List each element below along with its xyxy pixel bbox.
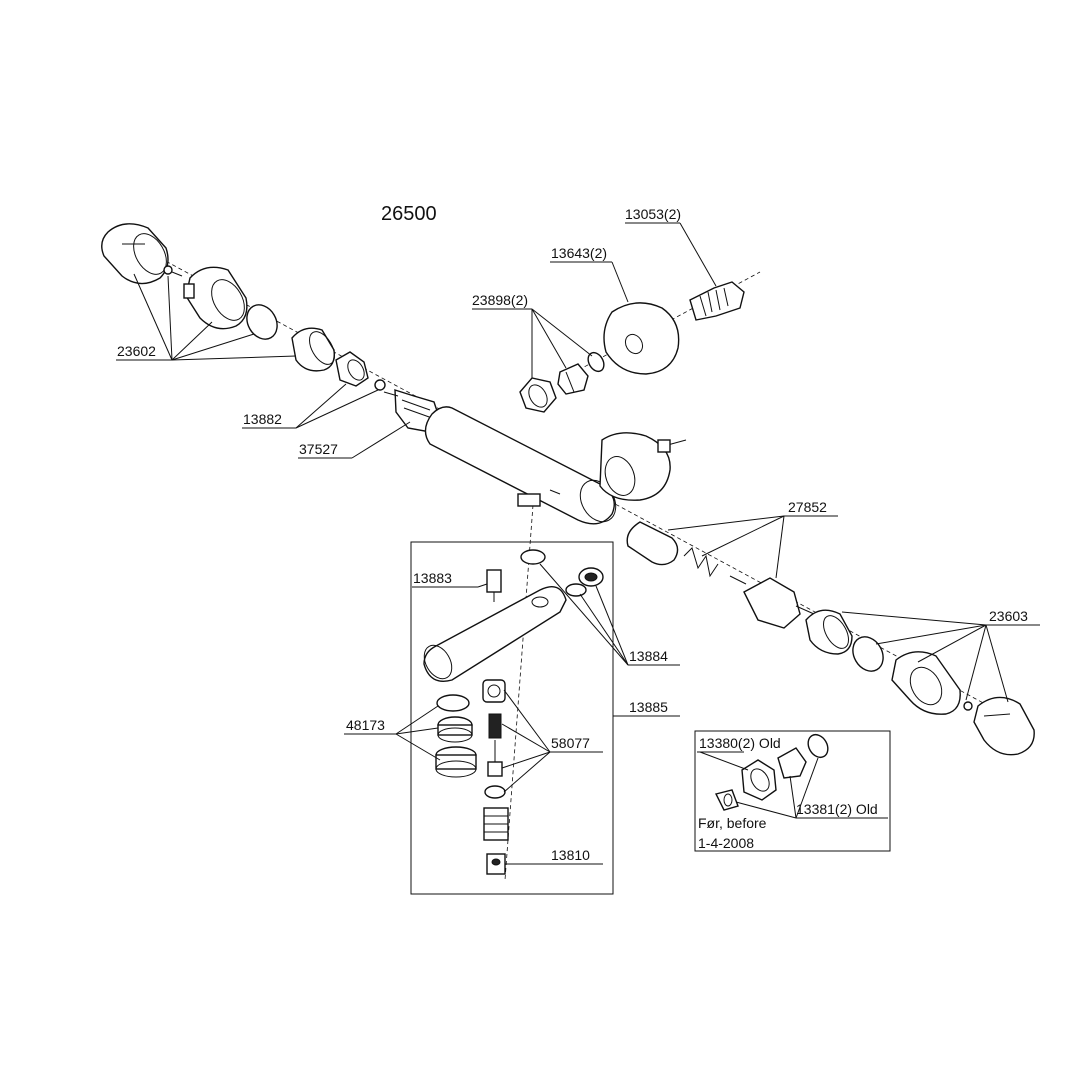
leader-48173-c bbox=[395, 733, 441, 761]
leader-27852-c bbox=[775, 515, 785, 579]
leader-13381-b bbox=[795, 757, 819, 819]
label-13883: 13883 bbox=[413, 570, 452, 586]
leader-13883 bbox=[477, 583, 488, 588]
right-knob-screw bbox=[963, 701, 973, 711]
label-23602: 23602 bbox=[117, 343, 156, 359]
left-knob-adapter bbox=[183, 266, 248, 330]
leader-13053 bbox=[679, 222, 717, 287]
diverter-spring-58077 bbox=[488, 713, 502, 739]
plunger-13883 bbox=[486, 569, 502, 602]
leader-13643 bbox=[611, 261, 629, 303]
filter-23898 bbox=[587, 351, 605, 373]
leader-13380 bbox=[699, 751, 749, 771]
right-temperature-knob bbox=[973, 696, 1035, 756]
leader-13884-a bbox=[539, 563, 629, 666]
label-13882: 13882 bbox=[243, 411, 282, 427]
label-13053: 13053(2) bbox=[625, 206, 681, 222]
label-23603: 23603 bbox=[989, 608, 1028, 624]
right-knob-adapter bbox=[891, 651, 961, 715]
diverter-housing-58077 bbox=[483, 807, 509, 841]
old-union-nut-13380 bbox=[741, 759, 777, 801]
leader-23603-b bbox=[875, 624, 987, 645]
right-o-ring bbox=[852, 636, 884, 672]
diverter-pin-58077 bbox=[487, 740, 503, 777]
label-37527: 37527 bbox=[299, 441, 338, 457]
label-48173: 48173 bbox=[346, 717, 385, 733]
spout-o-ring-side bbox=[565, 583, 587, 597]
spring-27852 bbox=[683, 547, 719, 578]
leader-23602-e bbox=[171, 355, 297, 361]
aerator-housing-48173 bbox=[435, 746, 477, 778]
label-13810: 13810 bbox=[551, 847, 590, 863]
aerator-washer-48173 bbox=[436, 694, 470, 712]
diverter-knob-58077 bbox=[482, 679, 506, 703]
leader-13882-a bbox=[295, 383, 347, 429]
leader-27852-b bbox=[701, 515, 785, 557]
eccentric-13053 bbox=[689, 281, 745, 321]
leader-13884-b bbox=[579, 593, 629, 666]
leader-13381-a bbox=[789, 775, 797, 819]
washer-13882 bbox=[374, 379, 386, 391]
mixer-main-body bbox=[424, 406, 617, 525]
label-23898: 23898(2) bbox=[472, 292, 528, 308]
label-13380: 13380(2) Old bbox=[699, 735, 781, 751]
nut-13882 bbox=[335, 351, 369, 387]
label-13884: 13884 bbox=[629, 648, 668, 664]
left-knob-sleeve bbox=[291, 327, 335, 372]
inlet-wall-rosette bbox=[599, 432, 687, 501]
spout-end-cap bbox=[578, 567, 604, 587]
leader-48173-a bbox=[395, 705, 439, 735]
leader-48173-b bbox=[395, 727, 439, 735]
leader-13381-c bbox=[735, 801, 797, 819]
right-knob-sleeve bbox=[805, 609, 853, 655]
cartridge-27852 bbox=[729, 575, 815, 629]
diverter-o-ring-58077 bbox=[484, 785, 506, 799]
check-valve-23898 bbox=[557, 363, 589, 395]
label-13885: 13885 bbox=[629, 699, 668, 715]
leader-58077-a bbox=[503, 689, 551, 753]
leader-58077-c bbox=[501, 751, 551, 769]
left-temperature-knob bbox=[101, 223, 169, 285]
leader-23898-c bbox=[531, 308, 593, 357]
leader-23603-a bbox=[841, 611, 987, 626]
leader-23603-c bbox=[917, 624, 987, 663]
union-nut-23898 bbox=[519, 377, 557, 413]
leader-23898-b bbox=[531, 308, 567, 369]
leader-23602-b bbox=[167, 275, 173, 361]
sleeve-27852 bbox=[626, 521, 679, 566]
old-filter-13381 bbox=[807, 733, 829, 759]
spout-13885 bbox=[423, 586, 567, 682]
leader-23602-c bbox=[171, 321, 213, 361]
label-58077: 58077 bbox=[551, 735, 590, 751]
left-knob-screw bbox=[163, 265, 183, 277]
leader-23603-d bbox=[965, 624, 987, 701]
diagram-title: 26500 bbox=[381, 203, 437, 225]
leader-23603-e bbox=[985, 624, 1009, 703]
aerator-insert-48173 bbox=[437, 716, 473, 743]
leader-23602-d bbox=[171, 333, 255, 361]
old-parts-box bbox=[694, 730, 891, 852]
note-before-line1: Før, before bbox=[698, 815, 767, 831]
leader-13884-c bbox=[595, 585, 629, 666]
leader-13882-b bbox=[295, 389, 379, 429]
old-check-valve-13381 bbox=[777, 747, 807, 779]
leader-58077-b bbox=[501, 723, 551, 753]
note-before-line2: 1-4-2008 bbox=[698, 835, 754, 851]
leader-58077-d bbox=[503, 751, 551, 793]
leader-23602-a bbox=[133, 273, 173, 361]
label-13381: 13381(2) Old bbox=[796, 801, 878, 817]
left-o-ring bbox=[246, 304, 278, 340]
leader-37527 bbox=[351, 421, 411, 459]
spout-o-ring-upper bbox=[520, 549, 546, 565]
spout-assembly-box bbox=[410, 541, 614, 895]
old-small-insert bbox=[714, 789, 739, 811]
rosette-13643 bbox=[603, 302, 680, 375]
leader-27852-a bbox=[667, 515, 785, 531]
label-27852: 27852 bbox=[788, 499, 827, 515]
label-13643: 13643(2) bbox=[551, 245, 607, 261]
valve-plug-13810 bbox=[486, 853, 506, 875]
